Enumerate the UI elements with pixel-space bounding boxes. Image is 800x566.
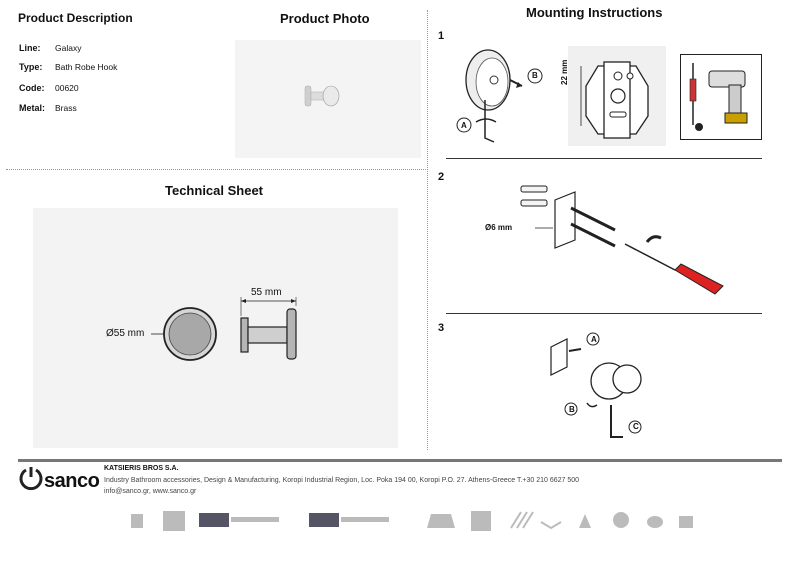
spec-row-metal: Metal: Brass: [19, 103, 117, 123]
spec-key: Metal:: [19, 103, 46, 113]
spec-value: Galaxy: [55, 43, 82, 53]
spec-list: Line: Galaxy Type: Bath Robe Hook Code: …: [19, 43, 117, 123]
sanco-logo-text: sanco: [44, 470, 100, 492]
step2-anchor-screw-illustration: [520, 185, 724, 295]
spec-row-code: Code: 00620: [19, 83, 117, 103]
spec-row-type: Type: Bath Robe Hook: [19, 62, 117, 83]
company-address: Industry Bathroom accessories, Design & …: [104, 477, 580, 484]
step-number-1: 1: [438, 30, 445, 42]
step3-label-b: B: [569, 405, 575, 414]
spec-value: Brass: [55, 103, 77, 113]
step1-plate-illustration: [456, 49, 543, 143]
step1-label-a: A: [461, 121, 467, 130]
step-divider-2: [446, 313, 762, 314]
depth-dimension-label: 55 mm: [251, 287, 282, 298]
spec-value: 00620: [55, 83, 79, 93]
certification-logos: [131, 511, 693, 531]
drill-screwdriver-icon: [689, 63, 748, 131]
technical-drawing: [151, 297, 297, 361]
spec-key: Line:: [19, 43, 41, 53]
spec-key: Type:: [19, 62, 43, 72]
vertical-separator: [427, 10, 428, 450]
step-divider-1: [446, 158, 762, 159]
company-name: KATSIERIS BROS S.A.: [104, 465, 179, 472]
step1-tools-panel: [680, 54, 762, 140]
company-contact: info@sanco.gr, www.sanco.gr: [104, 488, 197, 495]
spec-value: Bath Robe Hook: [55, 62, 118, 72]
step2-dimension-label: Ø6 mm: [485, 223, 513, 232]
product-photo-panel: [235, 40, 421, 158]
step-number-2: 2: [438, 171, 445, 183]
technical-sheet-heading: Technical Sheet: [165, 183, 264, 198]
spec-key: Code:: [19, 83, 45, 93]
product-description-heading: Product Description: [18, 11, 133, 25]
diameter-dimension-label: Ø55 mm: [106, 328, 145, 339]
mounting-instructions-heading: Mounting Instructions: [526, 5, 663, 20]
step3-label-c: C: [633, 422, 639, 431]
spec-row-line: Line: Galaxy: [19, 43, 117, 62]
product-photo-image: [304, 85, 340, 107]
step1-bracket-panel: [568, 46, 666, 146]
product-photo-heading: Product Photo: [280, 11, 370, 26]
step3-assembly-illustration: [550, 332, 642, 438]
sanco-logo-icon: [19, 467, 43, 491]
step-number-3: 3: [438, 322, 445, 334]
left-separator: [6, 169, 426, 170]
step3-label-a: A: [591, 335, 597, 344]
step1-bracket-illustration: [580, 61, 649, 139]
footer-divider: [18, 459, 782, 462]
technical-drawing-panel: [33, 208, 398, 448]
step1-label-b: B: [532, 71, 538, 80]
step1-dimension-label: 22 mm: [560, 59, 569, 85]
